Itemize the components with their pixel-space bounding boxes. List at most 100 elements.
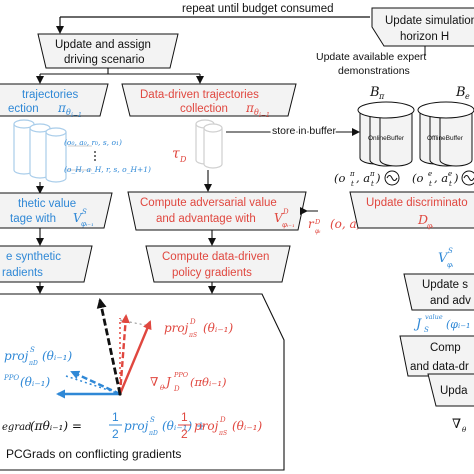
svg-text:proj: proj [194,419,219,433]
data-driven-line2: collection [180,103,228,115]
tau-sub: D [179,155,187,164]
svg-text:): ) [453,171,459,185]
b-pi-sub: π [378,92,385,101]
svg-text:D: D [219,416,226,424]
update-synthetic-value-box[interactable]: Update s and adv [403,273,474,311]
svg-text:t: t [371,180,374,188]
svg-text:, a: , a [434,171,448,185]
reward-args: (o, a) [330,217,362,231]
update-assign-line2: driving scenario [64,54,145,66]
svg-text:proj: proj [164,321,189,335]
svg-text:πS: πS [218,430,227,437]
data-driven-subsub: i−1 [259,112,270,119]
pair-e-open: (o [412,171,423,185]
online-buffer-label: OnlineBuffer [368,135,405,142]
b-e: B [455,85,466,100]
tau-symbol: τ [172,146,180,162]
svg-text:e: e [428,170,432,178]
update-simulation-box[interactable]: Update simulation horizon H [371,7,474,47]
update-expert-line1: Update available expert [316,51,426,63]
offline-buffer-label: OfflineBuffer [427,135,464,142]
svg-text:proj: proj [124,419,149,433]
synthetic-collection-line1: trajectories [22,89,78,101]
svg-text:S: S [30,346,35,354]
svg-text:∇: ∇ [150,375,158,389]
tuple-last: (o_H, a_H, r, s, o_H+1) [64,165,151,174]
ppo-left-label: PPO (θᵢ₋₁) [3,374,50,389]
vs-sup: S [448,247,453,255]
data-driven-gradients-box[interactable]: Compute data-driven policy gradients [145,245,291,283]
synthetic-advantage-v: V [73,211,83,225]
update-assign-line1: Update and assign [55,39,151,51]
pcgrad-vectors [56,298,152,399]
jvalue-args: (φᵢ₋₁ [446,318,470,331]
repeat-label: repeat until budget consumed [182,3,334,15]
synthetic-collection-box[interactable]: trajectories ection π θ i−1 [0,83,109,119]
synthetic-collection-sub: θ [66,108,71,117]
discriminator-sub: φᵢ [427,222,434,230]
vs-v: V [438,251,449,266]
compute-dd-right-box[interactable]: Comp and data-dr [399,335,474,377]
buffer-b-pi-label: B π [369,85,385,101]
nabla-right-sub: θ [462,426,467,434]
sample-pair-e: (o e t , a e t ) [412,170,474,188]
svg-text:2: 2 [112,427,119,441]
update-policy-right-line1: Upda [440,385,468,397]
update-expert-label: Update available expert demonstrations [316,46,426,77]
synthetic-advantage-line1: thetic value [18,198,76,210]
reward-sub: D [314,218,321,226]
svg-text:proj: proj [4,349,29,363]
synthetic-advantage-box[interactable]: thetic value tage with V S φᵢ₋₁ [0,192,113,229]
adversarial-advantage-box[interactable]: Compute adversarial value and advantage … [127,191,307,231]
discriminator-d: D [417,212,428,227]
sample-pair-pi: (o π t , a π t ) [334,170,400,188]
svg-text:(θᵢ₋₁): (θᵢ₋₁) [42,349,72,363]
vs-label: V S φᵢ [438,247,454,269]
svg-text:(θᵢ₋₁) +: (θᵢ₋₁) + [162,419,206,433]
reward-r: r [308,217,315,231]
svg-text:(θᵢ₋₁): (θᵢ₋₁) [20,375,50,389]
online-buffer: OnlineBuffer [357,101,415,167]
svg-text:1: 1 [181,410,188,424]
data-driven-trajectory-stack [195,119,223,169]
vs-sub: φᵢ [447,261,454,269]
data-driven-gradients-line2: policy gradients [172,267,252,279]
update-discriminator-box[interactable]: Update discriminato D φᵢ [349,191,474,230]
jvalue-j: J [413,317,422,332]
jvalue-sub: S [424,326,429,334]
adversarial-sub: φᵢ₋₁ [282,221,295,229]
b-pi: B [369,85,380,100]
nabla-right-label: ∇ θ [452,417,467,434]
svg-text:θ: θ [160,384,165,392]
svg-text:J: J [163,375,172,389]
svg-text:t: t [429,180,432,188]
synthetic-gradients-line2: radients [2,267,43,279]
synthetic-advantage-line2: tage with [10,213,56,225]
svg-text:πS: πS [188,332,197,339]
svg-text:): ) [375,171,381,185]
synthetic-trajectory-stack [13,119,92,183]
jvalue-sup: value [425,313,443,321]
data-driven-collection-box[interactable]: Data-driven trajectories collection π θ … [121,83,297,119]
tuple-notation: (o₀, a₀, r₀, s, o₁) (o_H, a_H, r, s, o_H… [64,138,151,174]
assign-split-arrows [36,68,204,84]
pcgrad-caption: PCGrads on conflicting gradients [6,447,181,461]
update-policy-right-box[interactable]: Upda [427,373,474,407]
svg-text:S: S [150,416,155,424]
update-synthetic-line1: Update s [422,279,468,291]
data-driven-sub: θ [254,108,259,117]
jvalue-label: J value S (φᵢ₋₁ [413,313,470,334]
vector-combined [96,298,122,395]
synthetic-gradients-box[interactable]: e synthetic radients [0,245,93,283]
synthetic-advantage-sub: φᵢ₋₁ [81,220,94,228]
svg-text:PPO: PPO [3,374,19,382]
synthetic-collection-line2: ection [8,103,39,115]
data-driven-line1: Data-driven trajectories [140,89,259,101]
vector-grad-d [118,320,152,395]
update-assign-box[interactable]: Update and assign driving scenario [37,33,179,69]
svg-text:e: e [448,170,452,178]
svg-text:PPO: PPO [173,371,189,379]
pcgrad-box [0,293,285,471]
svg-text:(πθᵢ₋₁): (πθᵢ₋₁) [190,375,226,389]
